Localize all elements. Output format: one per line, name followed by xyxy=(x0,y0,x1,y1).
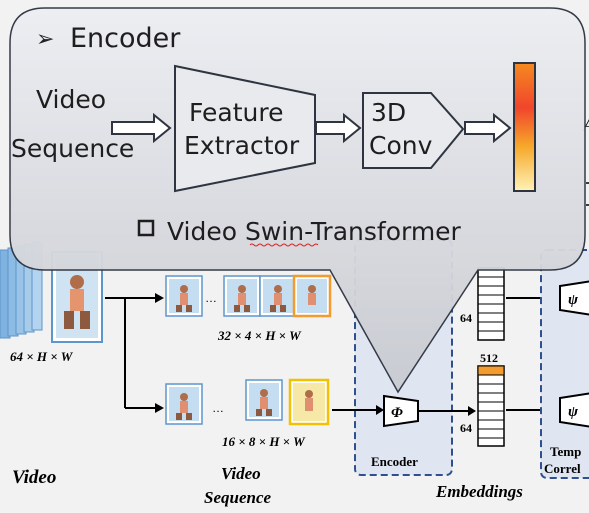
emb-bottom-dim: 64 xyxy=(460,421,472,435)
feature-to-conv-arrow xyxy=(315,112,362,144)
backbone-checkbox-icon xyxy=(137,219,155,237)
temporal-label-line2: Correl xyxy=(544,461,581,476)
encoder-phi-trapezoid xyxy=(383,394,419,428)
psi-top-trapezoid xyxy=(559,280,589,316)
sequence-2-frames: … xyxy=(165,378,330,426)
feature-extractor-line1: Feature xyxy=(189,98,283,127)
seq1-dims: 32 × 4 × H × W xyxy=(217,328,302,343)
video-label: Video xyxy=(12,467,56,488)
embedding-bottom xyxy=(477,365,505,447)
emb-top-dim: 64 xyxy=(460,311,472,325)
ellipsis-1: … xyxy=(205,291,217,305)
clip1-dims: 64 × H × W xyxy=(10,349,74,364)
input-arrow xyxy=(111,112,172,144)
encoder-phi-symbol: Φ xyxy=(391,405,403,421)
emb-size: 512 xyxy=(480,351,498,365)
conv-block xyxy=(362,92,465,169)
arrow-head-1 xyxy=(155,293,164,303)
embeddings-label: Embeddings xyxy=(435,482,523,501)
embedding-vector-bar xyxy=(513,62,536,192)
input-label-line1: Video xyxy=(36,85,106,114)
split-arrows xyxy=(105,297,155,409)
conv-line2: Conv xyxy=(369,131,433,160)
video-sequence-label-line1: Video xyxy=(221,464,261,483)
input-label-line2: Sequence xyxy=(11,134,134,163)
conv-to-embedding-arrow xyxy=(464,112,512,144)
conv-line1: 3D xyxy=(371,98,406,127)
ellipsis-2: … xyxy=(212,401,224,415)
encoder-to-emb-arrow xyxy=(468,406,476,416)
encoder-callout: ➢ Encoder Video Sequence Feature Extract… xyxy=(9,7,586,394)
seq2-dims: 16 × 8 × H × W xyxy=(222,434,306,449)
video-sequence-label-line2: Sequence xyxy=(204,488,272,507)
callout-heading: Encoder xyxy=(70,23,181,54)
psi-bottom-trapezoid xyxy=(559,392,589,428)
callout-bullet-icon: ➢ xyxy=(36,27,54,52)
embedding-top xyxy=(477,267,505,341)
temporal-label-line1: Temp xyxy=(550,444,581,459)
backbone-label: Video Swin-Transformer xyxy=(167,217,462,246)
psi-bottom-symbol: ψ xyxy=(568,404,579,420)
arrow-head-2 xyxy=(155,403,164,413)
sequence-1-frames: … xyxy=(165,274,332,318)
spellcheck-squiggle xyxy=(249,243,319,247)
psi-top-symbol: ψ xyxy=(568,292,579,308)
feature-extractor-line2: Extractor xyxy=(184,131,300,160)
seq2-to-encoder-arrow xyxy=(376,405,384,415)
feature-extractor-block xyxy=(174,64,316,193)
encoder-label: Encoder xyxy=(371,454,418,469)
